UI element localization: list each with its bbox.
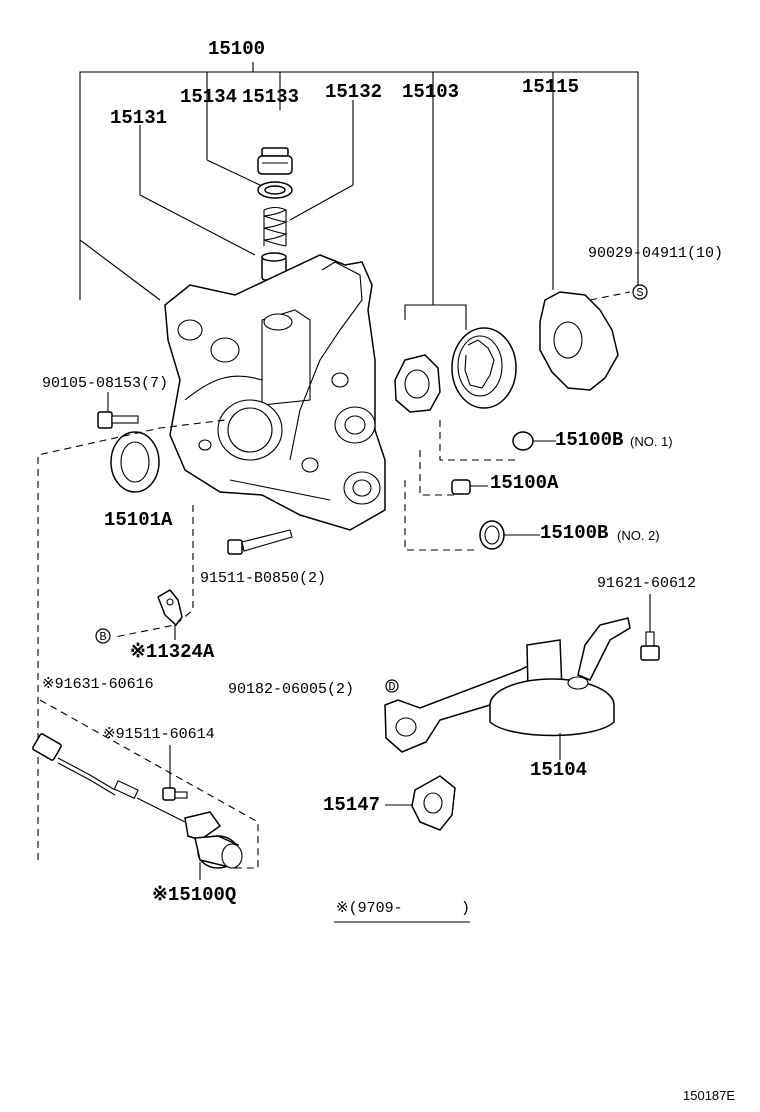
dowel-pin (451, 479, 471, 495)
crank-position-sensor (32, 733, 243, 869)
label-11324A: ※11324A (130, 641, 215, 663)
pump-plate (539, 291, 619, 391)
label-15100A: 15100A (490, 472, 559, 494)
label-91511-60614: ※91511-60614 (103, 726, 215, 743)
housing-bolt (97, 411, 139, 429)
assembly-bracket (79, 62, 639, 330)
label-15147: 15147 (323, 794, 380, 816)
relief-plug (257, 147, 293, 175)
label-91511-B0850: 91511-B0850(2) (200, 570, 326, 587)
label-date-range-end: ) (461, 900, 470, 917)
d-mark-symbol: D (385, 679, 399, 694)
sensor-bracket (157, 589, 183, 627)
strainer-bolt (640, 631, 660, 661)
label-15104: 15104 (530, 759, 587, 781)
svg-text:S: S (636, 286, 643, 300)
label-15100Q: ※15100Q (152, 884, 236, 906)
oil-seal (110, 431, 160, 493)
label-15131: 15131 (110, 107, 167, 129)
label-15115: 15115 (522, 76, 579, 98)
label-90029-04911: 90029-04911(10) (588, 245, 723, 262)
relief-gasket (257, 181, 293, 199)
diagram-code: 150187E (683, 1088, 735, 1103)
svg-text:B: B (99, 630, 106, 644)
relief-spring (263, 206, 288, 247)
oil-strainer (384, 617, 631, 753)
s-mark-symbol: S (632, 284, 648, 300)
label-15134: 15134 (180, 86, 237, 108)
long-bolt (227, 529, 293, 555)
label-date-range: ※(9709- (336, 900, 403, 917)
label-15100: 15100 (208, 38, 265, 60)
label-15100B-no1: 15100B (555, 429, 623, 451)
svg-text:D: D (388, 680, 395, 694)
label-90105-08153: 90105-08153(7) (42, 375, 168, 392)
o-ring-no2 (479, 520, 505, 550)
label-15132: 15132 (325, 81, 382, 103)
label-15103: 15103 (402, 81, 459, 103)
drive-rotor (394, 354, 441, 413)
label-91621-60612: 91621-60612 (597, 575, 696, 592)
strainer-gasket (411, 775, 456, 831)
oil-pump-body (164, 254, 386, 531)
label-no1-note: (NO. 1) (630, 434, 673, 449)
label-no2-note: (NO. 2) (617, 528, 660, 543)
b-mark-symbol: B (95, 628, 111, 644)
o-ring-no1 (512, 431, 534, 451)
driven-rotor (451, 327, 517, 409)
label-15133: 15133 (242, 86, 299, 108)
sensor-bolt (162, 787, 188, 801)
label-91631-60616: ※91631-60616 (42, 676, 154, 693)
label-90182-06005: 90182-06005(2) (228, 681, 354, 698)
label-15100B-no2: 15100B (540, 522, 608, 544)
label-15101A: 15101A (104, 509, 173, 531)
